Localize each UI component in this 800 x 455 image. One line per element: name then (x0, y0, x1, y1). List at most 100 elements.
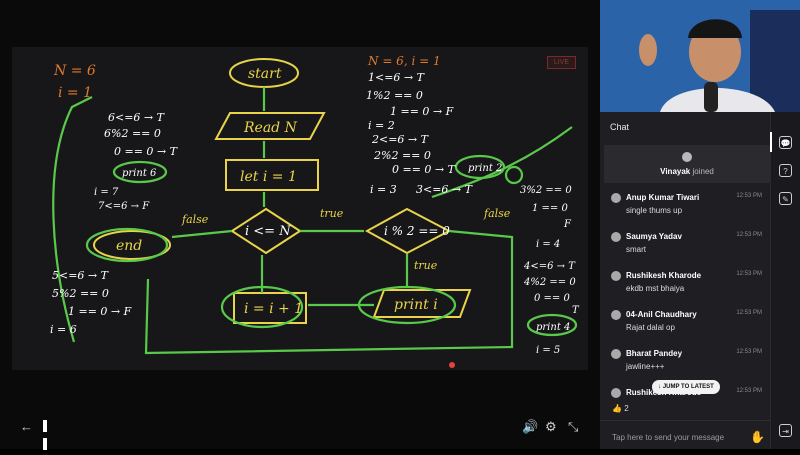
right-r2: 1%2 == 0 (366, 89, 423, 102)
left-i7: i = 7 (94, 187, 119, 198)
doubts-tab-icon[interactable]: ? (779, 164, 792, 177)
pause-icon[interactable] (43, 419, 54, 450)
right-r17: 0 == 0 (534, 293, 570, 304)
right-r4: i = 2 (368, 119, 395, 132)
right-r18: T (572, 305, 580, 316)
jump-to-latest-button[interactable]: ↓ JUMP TO LATEST (652, 380, 720, 394)
reaction-count: 2 (624, 404, 629, 413)
left-i: i = 1 (58, 85, 92, 101)
message-author: Saumya Yadav (626, 232, 682, 241)
right-r11: 3%2 == 0 (520, 185, 572, 196)
side-panel: Chat Vinayak joined Anup Kumar Tiwari 12… (600, 0, 800, 449)
message-text: single thums up (626, 206, 683, 215)
whiteboard: LIVE (12, 47, 588, 370)
avatar (611, 310, 621, 320)
right-r5: 2<=6 → T (371, 133, 430, 146)
settings-gear-icon[interactable]: ⚙ (545, 419, 557, 434)
joined-user: Vinayak (660, 167, 691, 176)
notes-tab-icon[interactable]: ✎ (779, 192, 792, 205)
chat-message: Saumya Yadav 12:53 PM smart (604, 230, 770, 269)
message-author: Rushikesh Kharode (626, 271, 702, 280)
left-i6: i = 6 (50, 323, 77, 336)
volume-icon[interactable]: 🔊 (522, 419, 539, 434)
chat-input-placeholder: Tap here to send your message (612, 433, 725, 442)
flowchart-drawing: start Read N let i = 1 i <= N i % 2 == 0… (50, 54, 580, 356)
label-true-2: true (414, 259, 438, 272)
message-author: Anup Kumar Tiwari (626, 193, 700, 202)
back-arrow-icon[interactable]: ← (20, 419, 33, 434)
chat-message: 04-Anil Chaudhary 12:53 PM Rajat dalal o… (604, 308, 770, 347)
left-check2: 6%2 == 0 (104, 127, 161, 140)
right-r12: 1 == 0 (532, 203, 568, 214)
message-time: 12:53 PM (736, 271, 762, 277)
flow-init-text: let i = 1 (240, 169, 297, 185)
side-rail: 💬 ? ✎ ⇥ (770, 112, 800, 449)
presenter-image (600, 0, 800, 112)
message-text: jawline+++ (626, 362, 665, 371)
left-n: N = 6 (53, 63, 96, 79)
right-r3: 1 == 0 → F (390, 105, 454, 118)
right-r1: 1<=6 → T (368, 71, 426, 84)
init-node (225, 159, 319, 191)
message-time: 12:53 PM (736, 193, 762, 199)
chat-input[interactable]: Tap here to send your message ✋ (600, 420, 770, 450)
thumbs-up-icon: 👍 (612, 404, 622, 413)
chat-tab-icon[interactable]: 💬 (779, 136, 792, 149)
left-check7: 1 == 0 → F (68, 305, 132, 318)
left-check4: 7<=6 → F (98, 201, 150, 212)
message-time: 12:53 PM (736, 349, 762, 355)
player-controls: ← 🔊 ⚙ ⤡ (0, 405, 600, 450)
flow-inc-text: i = i + 1 (244, 301, 303, 317)
avatar (611, 193, 621, 203)
exit-icon[interactable]: ⇥ (779, 424, 792, 437)
right-r8: print 2 (468, 163, 502, 174)
fullscreen-exit-icon[interactable]: ⤡ (568, 419, 579, 434)
label-true-1: true (320, 207, 344, 220)
presenter-webcam (600, 0, 800, 112)
right-r6: 2%2 == 0 (373, 149, 431, 162)
cond-node (230, 207, 302, 255)
avatar (611, 349, 621, 359)
join-notice: Vinayak joined (604, 145, 770, 183)
avatar (611, 271, 621, 281)
message-text: smart (626, 245, 646, 254)
right-r7: 0 == 0 → T (392, 163, 457, 176)
right-r16: 4%2 == 0 (523, 277, 576, 288)
joined-text: joined (692, 167, 714, 176)
label-false-2: false (483, 207, 511, 220)
mod-node (364, 207, 452, 255)
end-node (93, 230, 171, 260)
message-text: ekdb mst bhaiya (626, 284, 685, 293)
right-r19: print 4 (536, 322, 570, 333)
active-indicator (770, 132, 772, 152)
chat-header: Chat (610, 122, 630, 132)
message-time: 12:53 PM (736, 232, 762, 238)
avatar (682, 152, 692, 162)
flow-start-text: start (248, 66, 282, 82)
flow-mod-text: i % 2 == 0 (384, 224, 450, 238)
right-r15: 4<=6 → T (523, 261, 576, 272)
read-node (214, 112, 326, 140)
video-player: LIVE (0, 0, 600, 450)
raise-hand-icon[interactable]: ✋ (750, 430, 765, 444)
right-r13: F (563, 219, 572, 230)
reaction-counter[interactable]: 👍 2 (612, 404, 629, 413)
flow-print-text: print i (394, 297, 438, 313)
flow-end-text: end (116, 238, 142, 254)
left-check1: 6<=6 → T (108, 111, 166, 124)
chat-message: Anup Kumar Tiwari 12:53 PM single thums … (604, 191, 770, 230)
avatar (611, 232, 621, 242)
right-r20: i = 5 (536, 345, 560, 356)
message-time: 12:53 PM (736, 310, 762, 316)
message-author: 04-Anil Chaudhary (626, 310, 697, 319)
flow-cond-text: i <= N (245, 224, 291, 239)
avatar (611, 388, 621, 398)
chat-message: Rushikesh Kharode 12:53 PM ekdb mst bhai… (604, 269, 770, 308)
chat-message-list[interactable]: Vinayak joined Anup Kumar Tiwari 12:53 P… (604, 145, 770, 400)
message-author: Bharat Pandey (626, 349, 683, 358)
left-check5: 5<=6 → T (52, 269, 110, 282)
message-time: 12:53 PM (736, 388, 762, 394)
flow-read-text: Read N (243, 120, 298, 136)
chat-message: Bharat Pandey 12:53 PM jawline+++ (604, 347, 770, 386)
label-false-1: false (181, 213, 209, 226)
